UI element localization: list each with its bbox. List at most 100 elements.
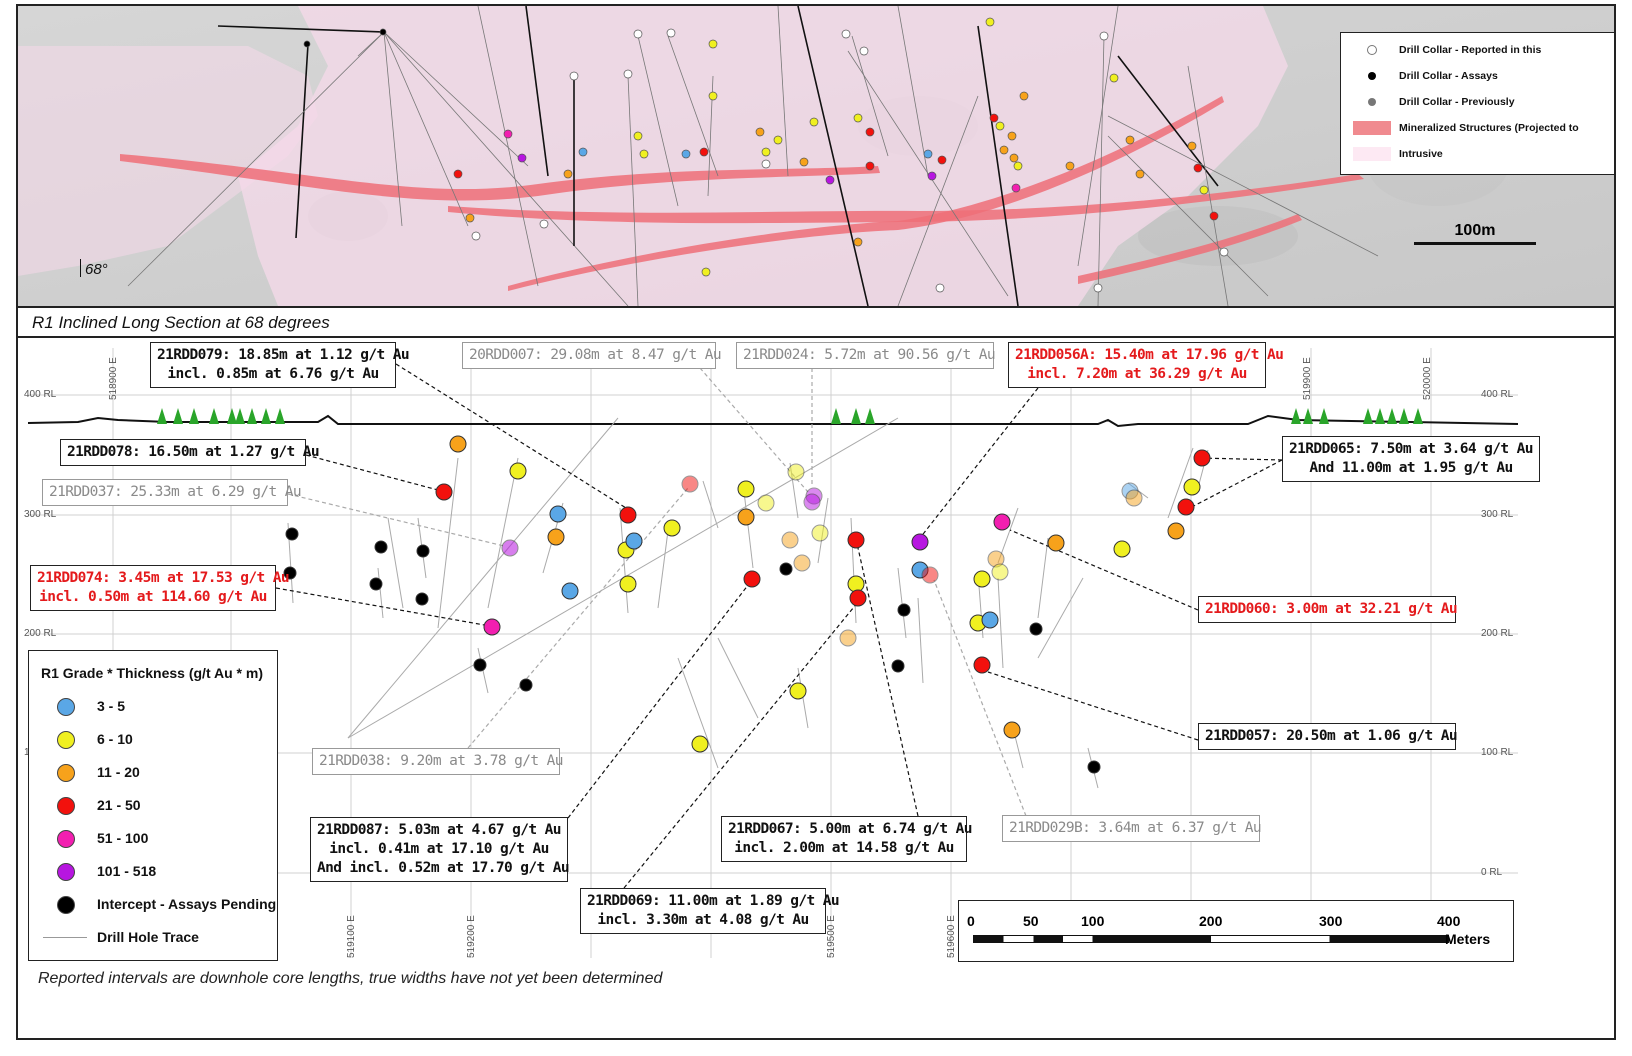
intercept-point (1183, 478, 1201, 496)
drill-trace (487, 457, 519, 609)
intercept-point (991, 563, 1009, 581)
figure-frame (16, 4, 1616, 1040)
intercept-point (973, 570, 991, 588)
drill-trace (347, 417, 619, 739)
black-dot-icon (57, 896, 75, 914)
callout-21RDD037: 21RDD037: 25.33m at 6.29 g/t Au (42, 479, 302, 506)
grade-legend-item: 11 - 20 (29, 761, 277, 785)
mineralized-structure-2 (448, 174, 1364, 224)
intercept-point (803, 493, 821, 511)
scale-tick: 50 (1023, 913, 1039, 929)
legend-label: Drill Collar - Previously (1399, 96, 1515, 108)
rl-label-left: 300 RL (24, 509, 57, 520)
drill-trace (917, 597, 924, 684)
intercept-point (781, 531, 799, 549)
intercept-point (435, 483, 453, 501)
callout-line: And incl. 0.52m at 17.70 g/t Au (317, 860, 570, 876)
legend-label: Drill Collar - Reported in this (1399, 44, 1542, 56)
grade-legend: R1 Grade * Thickness (g/t Au * m) 3 - 5 … (28, 650, 278, 961)
tree-icon (157, 408, 167, 424)
plan-trace (217, 25, 385, 33)
plan-collar (761, 159, 771, 169)
plan-collar (985, 17, 995, 27)
intercept-point (787, 463, 805, 481)
grade-legend-label: Intercept - Assays Pending (97, 896, 277, 912)
black-dot-icon (1368, 72, 1376, 80)
tree-icon (865, 408, 875, 424)
grade-legend-label: 51 - 100 (97, 830, 149, 846)
callout-line: 21RDD056A: 15.40m at 17.96 g/t Au (1015, 347, 1284, 363)
callout-leaders (275, 363, 1283, 889)
plan-trace (383, 31, 403, 227)
tree-icon (851, 408, 861, 424)
drill-trace (377, 567, 384, 619)
intercept-point (911, 533, 929, 551)
tree-icon (1303, 408, 1313, 424)
plan-collar (935, 283, 945, 293)
intercept-point (416, 544, 430, 558)
plan-trace (383, 31, 629, 306)
plan-collar (773, 135, 783, 145)
intercept-point (847, 531, 865, 549)
plan-collar (379, 28, 387, 36)
scale-tick: 400 (1437, 913, 1461, 929)
intercept-point (839, 629, 857, 647)
intercept-point (501, 539, 519, 557)
drill-trace (387, 517, 404, 609)
callout-line: 21RDD065: 7.50m at 3.64 g/t Au (1289, 441, 1534, 457)
plan-collar (809, 117, 819, 127)
drill-trace (1037, 577, 1084, 659)
intercept-point (891, 659, 905, 673)
plan-collar (1099, 31, 1109, 41)
rl-label-right: 200 RL (1481, 628, 1514, 639)
callout-line: 21RDD057: 20.50m at 1.06 g/t Au (1205, 728, 1458, 744)
callout-line: incl. 0.50m at 114.60 g/t Au (39, 589, 267, 605)
grade-legend-item: 6 - 10 (29, 728, 277, 752)
callout-line: incl. 0.85m at 6.76 g/t Au (167, 366, 379, 382)
plan-collar (517, 153, 527, 163)
plan-collar (853, 113, 863, 123)
intercept-point (743, 570, 761, 588)
grey-dot-icon (1368, 98, 1376, 106)
callout-leader (857, 547, 919, 817)
callout-leader (467, 487, 689, 749)
section-title: R1 Inclined Long Section at 68 degrees (32, 313, 330, 332)
grade-legend-item: 51 - 100 (29, 827, 277, 851)
plan-collar (841, 29, 851, 39)
plan-collar (1007, 131, 1017, 141)
intercept-point (561, 582, 579, 600)
grade-legend-label: 11 - 20 (97, 764, 140, 780)
rl-label-left: 400 RL (24, 389, 57, 400)
plan-trace (1107, 135, 1269, 297)
yellow-dot-icon (57, 731, 75, 749)
intercept-point (1177, 498, 1195, 516)
drill-trace (997, 577, 1004, 669)
grade-legend-label: 101 - 518 (97, 863, 157, 879)
callout-21RDD029B: 21RDD029B: 3.64m at 6.37 g/t Au (1002, 815, 1262, 842)
intercept-point (1087, 760, 1101, 774)
north-arrow-icon (80, 259, 81, 277)
plan-scale-label: 100m (1454, 222, 1496, 239)
grade-legend-item: Intercept - Assays Pending (29, 893, 277, 917)
plan-scale: 100m (1414, 222, 1536, 245)
intercept-point (789, 682, 807, 700)
intercept-point (283, 566, 297, 580)
tree-icon (831, 408, 841, 424)
purple-dot-icon (57, 863, 75, 881)
drill-trace (657, 522, 670, 609)
plan-trace (851, 35, 889, 157)
intercept-point (1167, 522, 1185, 540)
plan-collar (569, 71, 579, 81)
callout-leader (919, 387, 1039, 539)
intercept-point (793, 554, 811, 572)
plan-collar (563, 169, 573, 179)
tree-icon (1375, 408, 1385, 424)
intercept-point (473, 658, 487, 672)
plan-collar (999, 145, 1009, 155)
plan-collar (1209, 211, 1219, 221)
intercept-point (449, 435, 467, 453)
intrusive-zone (238, 6, 1288, 306)
plan-collar (927, 171, 937, 181)
